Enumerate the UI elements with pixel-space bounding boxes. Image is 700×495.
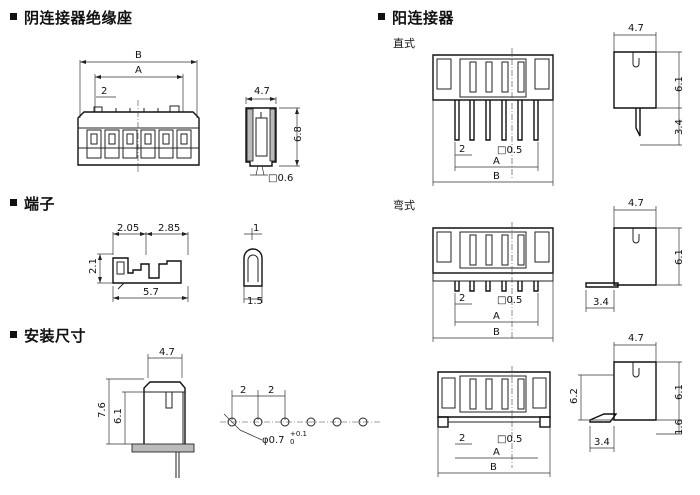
straight-label: 直式 (393, 37, 415, 50)
dim-15-label: 1.5 (247, 296, 263, 307)
section-male-header: 阳连接器 (378, 7, 454, 28)
dim-1-label: 1 (253, 223, 259, 234)
dim-57-label: 5.7 (143, 287, 159, 298)
dim-smt-B-label: B (490, 462, 497, 473)
dim-smt-pitch-label: 2 (459, 433, 465, 444)
dim-male-pin-label: □0.5 (497, 145, 522, 156)
dim-21-label: 2.1 (88, 258, 99, 274)
dim-width-47-label: 4.7 (254, 86, 270, 97)
dim-A-label: A (135, 65, 142, 76)
dim-hole-diameter-label: φ0.7 (262, 435, 285, 446)
male-straight-side: 4.7 6.1 3.4 (613, 23, 685, 146)
dim-male-pitch-label: 2 (459, 144, 465, 155)
dim-B-label: B (135, 50, 142, 61)
terminal-front-view: 1 1.5 (243, 223, 263, 307)
dim-hole-tol-bot: 0 (290, 438, 294, 446)
section-female-title: 阴连接器绝缘座 (24, 9, 133, 27)
male-smt-front: 2 □0.5 A B (437, 366, 551, 477)
section-terminal-title: 端子 (24, 195, 56, 213)
dim-bent-47-label: 4.7 (628, 198, 644, 209)
dim-straight-47-label: 4.7 (628, 23, 644, 34)
dim-smt-61-label: 6.1 (674, 384, 685, 400)
hole-pattern: 2 2 φ0.7 +0.1 0 (220, 385, 380, 446)
dim-bent-B-label: B (493, 327, 500, 338)
male-bent-side: 4.7 6.1 3.4 (585, 198, 685, 312)
section-mounting-title: 安装尺寸 (24, 327, 87, 345)
bullet-square-icon (10, 13, 17, 20)
dim-smt-47-label: 4.7 (628, 333, 644, 344)
bent-label: 弯式 (393, 199, 415, 212)
male-bent-front: 2 □0.5 A B (432, 222, 554, 342)
dim-bent-A-label: A (493, 311, 500, 322)
dim-male-B-label: B (493, 171, 500, 182)
bullet-square-icon (10, 199, 17, 206)
dim-smt-16-label: 1.6 (674, 419, 685, 435)
male-straight-front: 2 □0.5 A B (432, 48, 554, 186)
section-female-header: 阴连接器绝缘座 (10, 7, 133, 28)
terminal-side-view: 2.05 2.85 2.1 5.7 (88, 223, 189, 302)
dim-bent-61-label: 6.1 (674, 249, 685, 265)
dim-bent-pin-label: □0.5 (497, 295, 522, 306)
male-smt-side: 4.7 6.1 1.6 6.2 3.4 (569, 333, 685, 452)
dim-pin-06-label: □0.6 (268, 173, 293, 184)
dim-hole-pitch-2-label: 2 (268, 385, 274, 396)
dim-76-label: 7.6 (97, 402, 108, 418)
dim-hole-pitch-1-label: 2 (240, 385, 246, 396)
dim-smt-34-label: 3.4 (594, 437, 610, 448)
dim-205-label: 2.05 (117, 223, 139, 234)
dim-mount-47-label: 4.7 (159, 347, 175, 358)
dim-mount-61-label: 6.1 (113, 408, 124, 424)
female-front-view: B A 2 (77, 50, 200, 172)
bullet-square-icon (10, 331, 17, 338)
dim-smt-pin-label: □0.5 (497, 434, 522, 445)
dim-pitch-label: 2 (101, 86, 107, 97)
dim-hole-tol-top: +0.1 (290, 430, 307, 438)
female-side-view: 4.7 6.8 □0.6 (245, 86, 304, 184)
dim-height-68-label: 6.8 (293, 126, 304, 142)
dim-straight-34-label: 3.4 (674, 119, 685, 135)
dim-straight-61-label: 6.1 (674, 76, 685, 92)
dim-smt-62-label: 6.2 (569, 388, 580, 404)
dim-285-label: 2.85 (158, 223, 180, 234)
dim-male-A-label: A (493, 156, 500, 167)
mounting-side-view: 4.7 7.6 6.1 (97, 347, 195, 478)
section-male-title: 阳连接器 (392, 9, 455, 27)
section-terminal-header: 端子 (10, 193, 55, 214)
dim-bent-pitch-label: 2 (459, 293, 465, 304)
bullet-square-icon (378, 13, 385, 20)
dim-smt-A-label: A (493, 447, 500, 458)
section-mounting-header: 安装尺寸 (10, 325, 86, 346)
dim-bent-34-label: 3.4 (593, 297, 609, 308)
